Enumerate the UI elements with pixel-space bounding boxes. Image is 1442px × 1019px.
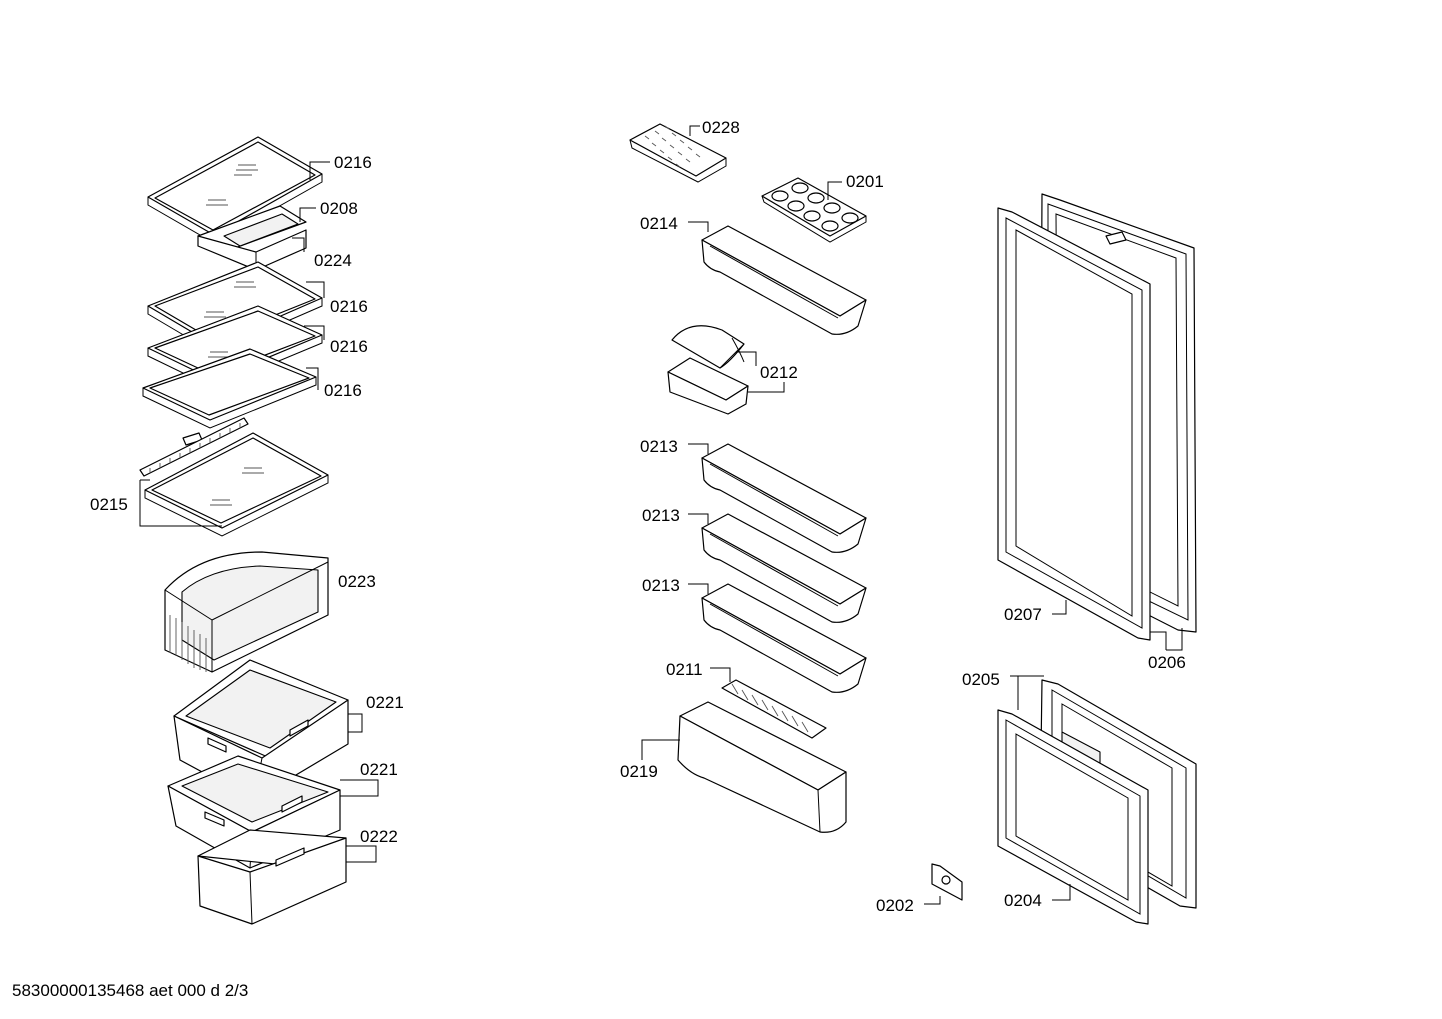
leader-0216-d	[306, 367, 319, 390]
label-0211: 0211	[666, 660, 703, 679]
label-0212: 0212	[760, 363, 798, 382]
bottle-retainer-0211	[721, 679, 827, 739]
label-0213-second: 0213	[642, 506, 680, 525]
door-bin-0213-first	[701, 443, 867, 553]
label-0204: 0204	[1004, 891, 1042, 910]
label-0216-third: 0216	[330, 337, 368, 356]
leader-0216-top	[309, 161, 330, 180]
leader-0222	[346, 845, 377, 863]
label-0228: 0228	[702, 118, 740, 137]
label-0201: 0201	[846, 172, 884, 191]
label-0213-third: 0213	[642, 576, 680, 595]
label-0216-second: 0216	[330, 297, 368, 316]
leader-0221-a	[348, 713, 363, 733]
leader-0213-b	[688, 513, 709, 524]
crisper-bin-0223	[164, 551, 329, 673]
leader-0205	[1010, 675, 1044, 710]
leader-0215	[139, 479, 222, 527]
leader-0221-b	[340, 779, 379, 797]
leader-0212	[736, 351, 785, 393]
label-0215: 0215	[90, 495, 128, 514]
leader-0219	[641, 739, 680, 760]
label-0216-top: 0216	[334, 153, 372, 172]
leader-0202	[924, 896, 941, 905]
divided-shelf-0215	[139, 417, 329, 537]
label-0213-first: 0213	[640, 437, 678, 456]
small-bin-with-lid-0212	[667, 325, 749, 415]
ice-tray-0228	[629, 123, 727, 183]
leader-0211	[710, 667, 731, 682]
leader-0224	[292, 237, 305, 252]
label-0224: 0224	[314, 251, 352, 270]
egg-tray-0201	[761, 177, 867, 243]
drawer-0222	[197, 829, 347, 925]
leader-0213-c	[688, 583, 709, 594]
label-0205: 0205	[962, 670, 1000, 689]
leader-0201	[827, 181, 842, 200]
label-0222: 0222	[360, 827, 398, 846]
leader-0216-c	[304, 325, 325, 340]
fridge-door-gasket-0207	[997, 207, 1151, 641]
label-0208: 0208	[320, 199, 358, 218]
label-0206: 0206	[1148, 653, 1186, 672]
label-0207: 0207	[1004, 605, 1042, 624]
label-0221-upper: 0221	[366, 693, 404, 712]
document-id-footer: 58300000135468 aet 000 d 2/3	[12, 981, 249, 1000]
leader-0204	[1052, 884, 1071, 901]
leader-0214	[688, 221, 709, 232]
leader-0208	[299, 207, 316, 222]
leader-0206	[1150, 628, 1183, 651]
leader-0228	[689, 125, 700, 136]
leader-0213-a	[688, 443, 709, 454]
leader-0207	[1052, 600, 1067, 615]
label-0202: 0202	[876, 896, 914, 915]
bottle-bin-0219	[677, 701, 847, 833]
drawer-0221-upper	[173, 659, 349, 801]
label-0221-lower: 0221	[360, 760, 398, 779]
label-0219: 0219	[620, 762, 658, 781]
label-0216-fourth: 0216	[324, 381, 362, 400]
glass-shelf-0216-fourth	[142, 348, 317, 429]
freezer-door-gasket-0204	[997, 709, 1149, 925]
door-bin-0213-third	[701, 583, 867, 693]
label-0223: 0223	[338, 572, 376, 591]
door-bin-0214	[701, 225, 867, 335]
switch-plate-0202	[931, 863, 963, 901]
label-0214: 0214	[640, 214, 678, 233]
door-bin-0213-second	[701, 513, 867, 623]
chill-drawer-0208-0224	[197, 205, 307, 271]
leader-0216-b	[306, 281, 325, 298]
